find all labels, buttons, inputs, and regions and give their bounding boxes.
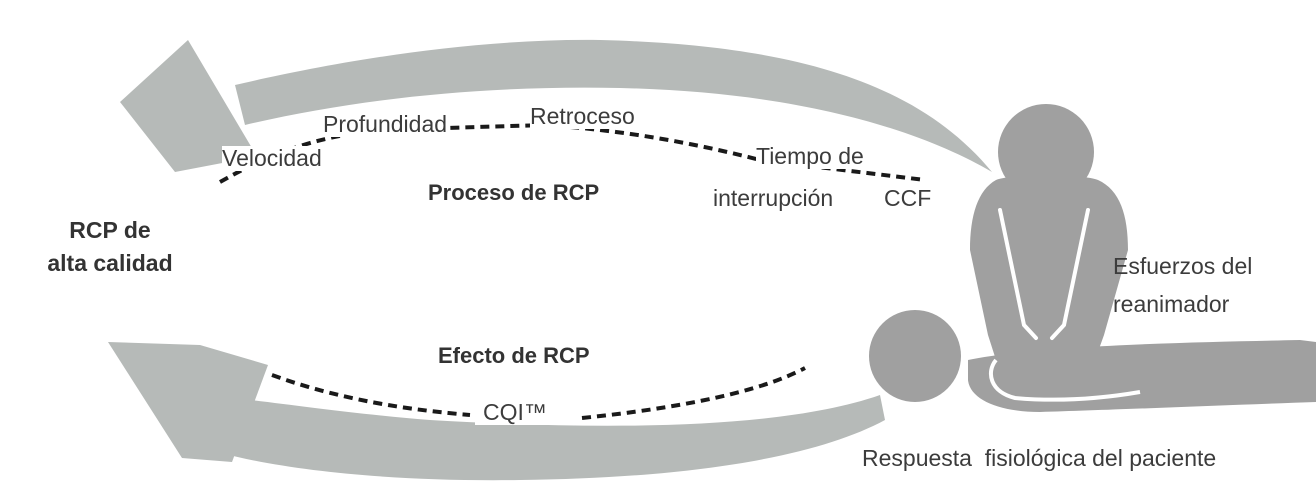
- patient-response-label: Respuesta fisiológica del paciente: [862, 445, 1217, 471]
- process-heading: Proceso de RCP: [428, 180, 600, 205]
- title-line-1: RCP de: [69, 217, 151, 243]
- rescuer-figure: [970, 104, 1128, 360]
- high-quality-cpr-title: RCP de alta calidad: [20, 214, 200, 281]
- patient-arm-outline: [989, 358, 1141, 402]
- cqi-label: CQI™: [475, 399, 555, 426]
- metric-interrupcion: interrupción: [713, 185, 834, 212]
- metric-velocidad: Velocidad: [222, 145, 322, 172]
- effect-heading: Efecto de RCP: [438, 343, 590, 368]
- bottom-arrow-body: [195, 395, 885, 481]
- metric-ccf: CCF: [884, 185, 932, 212]
- top-arrowhead: [120, 40, 262, 172]
- metric-tiempo: Tiempo de: [756, 143, 864, 170]
- patient-figure: [869, 310, 1316, 412]
- rescuer-line-1: Esfuerzos del: [1113, 253, 1253, 279]
- rescuer-line-2: reanimador: [1113, 290, 1230, 317]
- effect-dotted-path: [271, 366, 806, 420]
- metric-retroceso: Retroceso: [530, 103, 635, 130]
- rescuer-efforts-label: Esfuerzos del reanimador: [1113, 248, 1252, 324]
- patient-head: [869, 310, 961, 402]
- rescuer-arm-lines: [998, 208, 1090, 340]
- top-arrow-body: [235, 39, 992, 172]
- bottom-arrowhead: [108, 342, 268, 462]
- patient-body: [968, 340, 1316, 412]
- title-line-2: alta calidad: [47, 250, 173, 277]
- rescuer-head: [998, 104, 1094, 200]
- rescuer-body: [970, 175, 1128, 360]
- metric-profundidad: Profundidad: [323, 111, 448, 138]
